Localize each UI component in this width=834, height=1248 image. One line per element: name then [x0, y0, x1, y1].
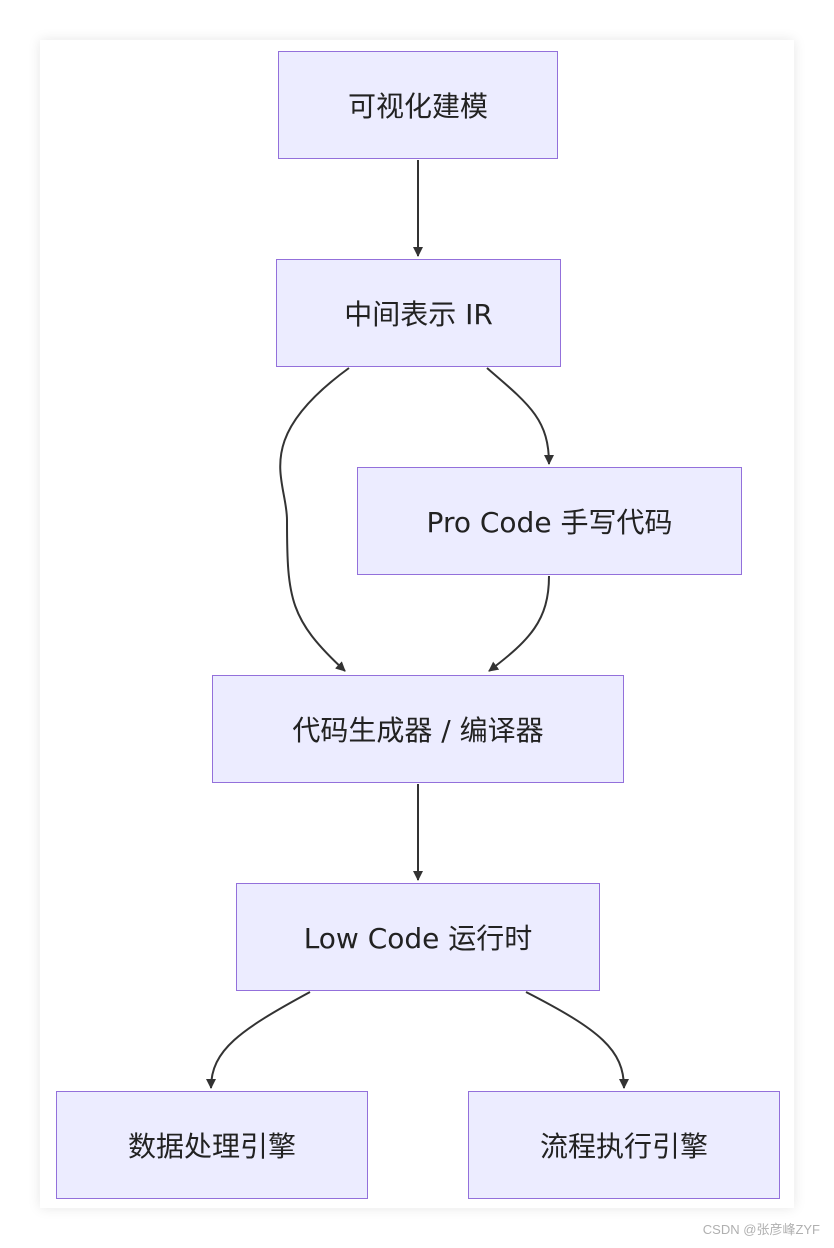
edge-runtime-to-flow-engine — [525, 991, 629, 1089]
edge-pro-code-to-codegen — [488, 575, 550, 672]
node-label: 流程执行引擎 — [539, 1130, 708, 1163]
edge-ir-to-codegen — [279, 367, 350, 672]
node-flow-engine: 流程执行引擎 — [468, 1091, 780, 1199]
watermark-text: CSDN @张彦峰ZYF — [702, 1222, 820, 1237]
node-ir: 中间表示 IR — [276, 259, 561, 367]
edge-runtime-to-data-engine — [206, 991, 311, 1089]
edge-ir-to-pro-code — [486, 367, 554, 465]
node-pro-code: Pro Code 手写代码 — [357, 467, 742, 575]
node-runtime: Low Code 运行时 — [236, 883, 600, 991]
node-codegen: 代码生成器 / 编译器 — [212, 675, 624, 783]
node-label: 中间表示 IR — [344, 298, 493, 331]
node-label: 代码生成器 / 编译器 — [292, 714, 544, 747]
node-label: 可视化建模 — [347, 90, 488, 123]
node-data-engine: 数据处理引擎 — [56, 1091, 368, 1199]
node-label: 数据处理引擎 — [127, 1130, 296, 1163]
node-label: Low Code 运行时 — [303, 922, 533, 955]
node-visual-modeling: 可视化建模 — [278, 51, 558, 159]
node-label: Pro Code 手写代码 — [426, 506, 673, 539]
